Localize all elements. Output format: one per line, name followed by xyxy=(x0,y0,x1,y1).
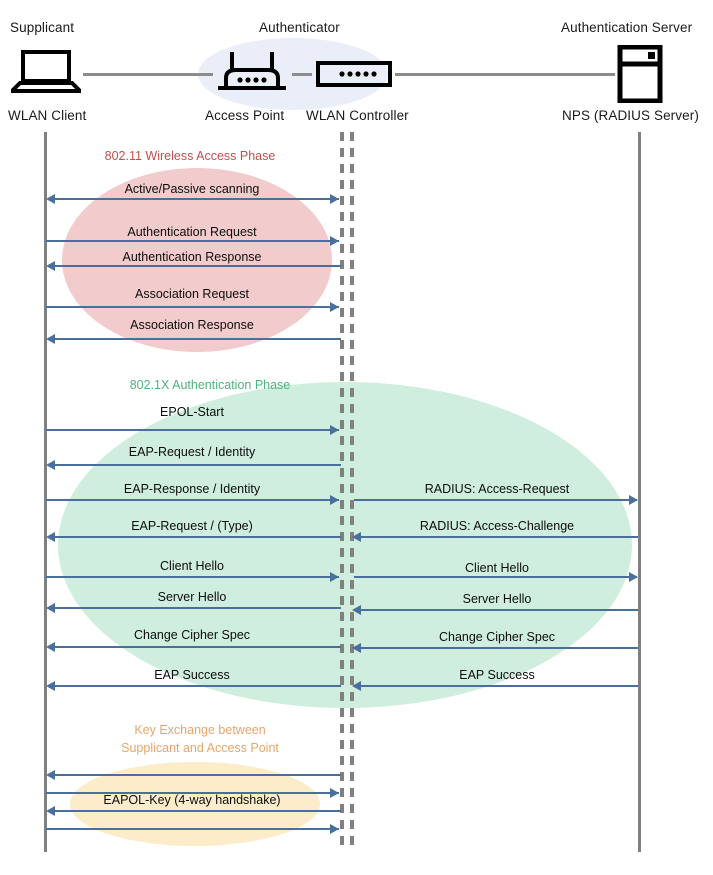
arrowhead-left-icon xyxy=(46,194,55,204)
message-label: Client Hello xyxy=(160,559,224,573)
phase-label-key-exchange-line1: Key Exchange between xyxy=(134,723,266,737)
server-rack-icon xyxy=(617,44,663,108)
message-label: EAPOL-Key (4-way handshake) xyxy=(103,793,281,807)
message-line xyxy=(46,828,339,830)
phase-label-wireless-access: 802.11 Wireless Access Phase xyxy=(104,149,276,163)
arrowhead-left-icon xyxy=(46,770,55,780)
message-label: EAP Success xyxy=(459,668,535,682)
actor-device-wlan-client: WLAN Client xyxy=(8,108,87,123)
lifeline-supplicant xyxy=(44,132,47,852)
arrowhead-left-icon xyxy=(46,460,55,470)
message-line xyxy=(49,685,341,687)
message-line xyxy=(46,429,339,431)
message-line xyxy=(49,198,339,200)
message-label: Change Cipher Spec xyxy=(438,630,556,644)
message-label: RADIUS: Access-Challenge xyxy=(419,519,575,533)
actor-device-wlan-controller: WLAN Controller xyxy=(306,108,409,123)
message-line xyxy=(49,265,341,267)
actor-role-supplicant: Supplicant xyxy=(10,20,75,35)
dot1x-authentication-phase-blob xyxy=(58,382,632,708)
message-line xyxy=(354,576,637,578)
actor-role-authentication-server: Authentication Server xyxy=(561,20,693,35)
actor-role-authenticator: Authenticator xyxy=(259,20,340,35)
actor-device-nps-radius-server: NPS (RADIUS Server) xyxy=(562,108,699,123)
message-label: EAP-Request / Identity xyxy=(128,445,256,459)
laptop-icon xyxy=(7,50,85,99)
message-line xyxy=(49,338,341,340)
arrowhead-left-icon xyxy=(352,681,361,691)
message-label: EPOL-Start xyxy=(160,405,224,419)
message-line xyxy=(46,576,339,578)
arrowhead-right-icon xyxy=(330,425,339,435)
actor-device-access-point: Access Point xyxy=(205,108,285,123)
link-ap-to-controller xyxy=(292,73,312,76)
message-line xyxy=(46,792,339,794)
arrowhead-right-icon xyxy=(330,194,339,204)
message-line xyxy=(49,607,341,609)
arrowhead-left-icon xyxy=(46,681,55,691)
message-label: RADIUS: Access-Request xyxy=(424,482,570,496)
arrowhead-left-icon xyxy=(352,605,361,615)
phase-label-key-exchange-line2: Supplicant and Access Point xyxy=(121,741,279,755)
lifeline-authentication-server xyxy=(638,132,641,852)
arrowhead-left-icon xyxy=(46,334,55,344)
message-line xyxy=(49,774,341,776)
message-line xyxy=(46,240,339,242)
message-label: Server Hello xyxy=(157,590,227,604)
message-label: Authentication Request xyxy=(127,225,257,239)
message-line xyxy=(46,499,339,501)
message-line xyxy=(49,464,341,466)
arrowhead-right-icon xyxy=(330,572,339,582)
arrowhead-left-icon xyxy=(46,603,55,613)
arrowhead-left-icon xyxy=(46,532,55,542)
arrowhead-left-icon xyxy=(352,643,361,653)
message-label: EAP-Request / (Type) xyxy=(131,519,253,533)
arrowhead-right-icon xyxy=(629,572,638,582)
message-label: Active/Passive scanning xyxy=(124,182,260,196)
message-label: Client Hello xyxy=(465,561,529,575)
lifeline-access-point xyxy=(340,132,344,852)
message-line xyxy=(49,646,341,648)
message-label: EAP-Response / Identity xyxy=(123,482,261,496)
message-label: EAP Success xyxy=(154,668,230,682)
arrowhead-right-icon xyxy=(330,236,339,246)
message-label: Association Response xyxy=(130,318,254,332)
message-line xyxy=(357,536,638,538)
arrowhead-left-icon xyxy=(352,532,361,542)
message-line xyxy=(357,609,638,611)
message-line xyxy=(357,685,638,687)
key-exchange-phase-blob xyxy=(70,762,320,846)
arrowhead-right-icon xyxy=(330,824,339,834)
message-line xyxy=(49,536,341,538)
message-line xyxy=(49,810,341,812)
message-label: Server Hello xyxy=(462,592,532,606)
link-controller-to-server xyxy=(395,73,615,76)
wireless-access-point-icon xyxy=(216,50,288,99)
message-label: Association Request xyxy=(135,287,249,301)
arrowhead-right-icon xyxy=(330,788,339,798)
lifeline-wlan-controller xyxy=(350,132,354,852)
message-label: Change Cipher Spec xyxy=(133,628,251,642)
message-line xyxy=(46,306,339,308)
message-line xyxy=(354,499,637,501)
arrowhead-left-icon xyxy=(46,806,55,816)
arrowhead-left-icon xyxy=(46,642,55,652)
phase-label-dot1x-authentication: 802.1X Authentication Phase xyxy=(129,378,291,392)
arrowhead-right-icon xyxy=(629,495,638,505)
arrowhead-left-icon xyxy=(46,261,55,271)
message-label: Authentication Response xyxy=(122,250,262,264)
message-line xyxy=(357,647,638,649)
arrowhead-right-icon xyxy=(330,495,339,505)
arrowhead-right-icon xyxy=(330,302,339,312)
link-client-to-ap xyxy=(83,73,213,76)
network-switch-icon xyxy=(316,61,392,92)
